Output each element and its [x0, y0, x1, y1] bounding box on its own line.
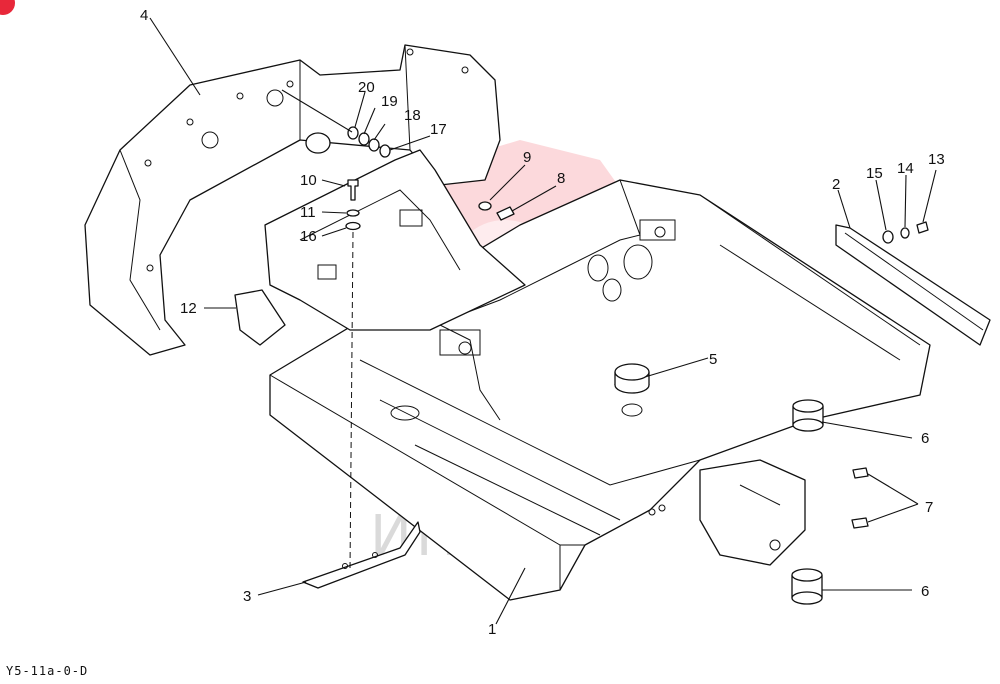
washer-part-9 — [478, 201, 492, 211]
corner-marker-icon — [0, 0, 15, 15]
callout-3: 3 — [243, 588, 251, 605]
lower-plate-part — [302, 521, 421, 589]
callout-11: 11 — [300, 204, 316, 221]
swing-bracket — [699, 459, 806, 566]
callout-13: 13 — [928, 151, 945, 168]
callout-1: 1 — [488, 621, 496, 638]
cap-part — [614, 363, 650, 394]
bushing-part-lower — [791, 568, 823, 605]
callout-10: 10 — [300, 172, 317, 189]
washer-part-19 — [358, 132, 370, 146]
callout-7: 7 — [925, 499, 933, 516]
washer-part-11 — [346, 209, 360, 217]
washer-part-16 — [345, 221, 361, 231]
side-plate-part — [835, 224, 991, 346]
callout-5: 5 — [709, 351, 717, 368]
callout-9: 9 — [523, 149, 531, 166]
assembly-axis-line — [349, 231, 354, 571]
callout-15: 15 — [866, 165, 883, 182]
callout-2: 2 — [832, 176, 840, 193]
grease-fitting-upper — [852, 467, 869, 479]
rear-cover-part — [84, 44, 501, 356]
callout-labels: 1 2 3 4 5 6 6 7 8 9 10 11 12 13 14 15 16… — [140, 7, 945, 638]
grease-fitting-lower — [851, 517, 869, 529]
callout-19: 19 — [381, 93, 398, 110]
leader-lines — [149, 17, 937, 625]
callout-12: 12 — [180, 300, 197, 317]
callout-16: 16 — [300, 228, 317, 245]
callout-4: 4 — [140, 7, 148, 24]
callout-17: 17 — [430, 121, 447, 138]
callout-6-lower: 6 — [921, 583, 929, 600]
callout-18: 18 — [404, 107, 421, 124]
callout-6-upper: 6 — [921, 430, 929, 447]
callout-14: 14 — [897, 160, 914, 177]
drawing-code: Y5-11a-0-D — [6, 664, 89, 678]
side-bracket-part — [234, 289, 286, 346]
bushing-part-upper — [792, 399, 824, 432]
washer-part-17 — [379, 144, 391, 158]
callout-20: 20 — [358, 79, 375, 96]
washer-part-20 — [347, 126, 359, 140]
washer-part-15 — [882, 230, 894, 244]
bolt-part-8 — [496, 206, 515, 221]
bolt-part-13 — [916, 221, 929, 234]
washer-part-14 — [900, 227, 910, 239]
washer-part-18 — [368, 138, 380, 152]
bolt-part-10 — [347, 179, 359, 201]
callout-8: 8 — [557, 170, 565, 187]
